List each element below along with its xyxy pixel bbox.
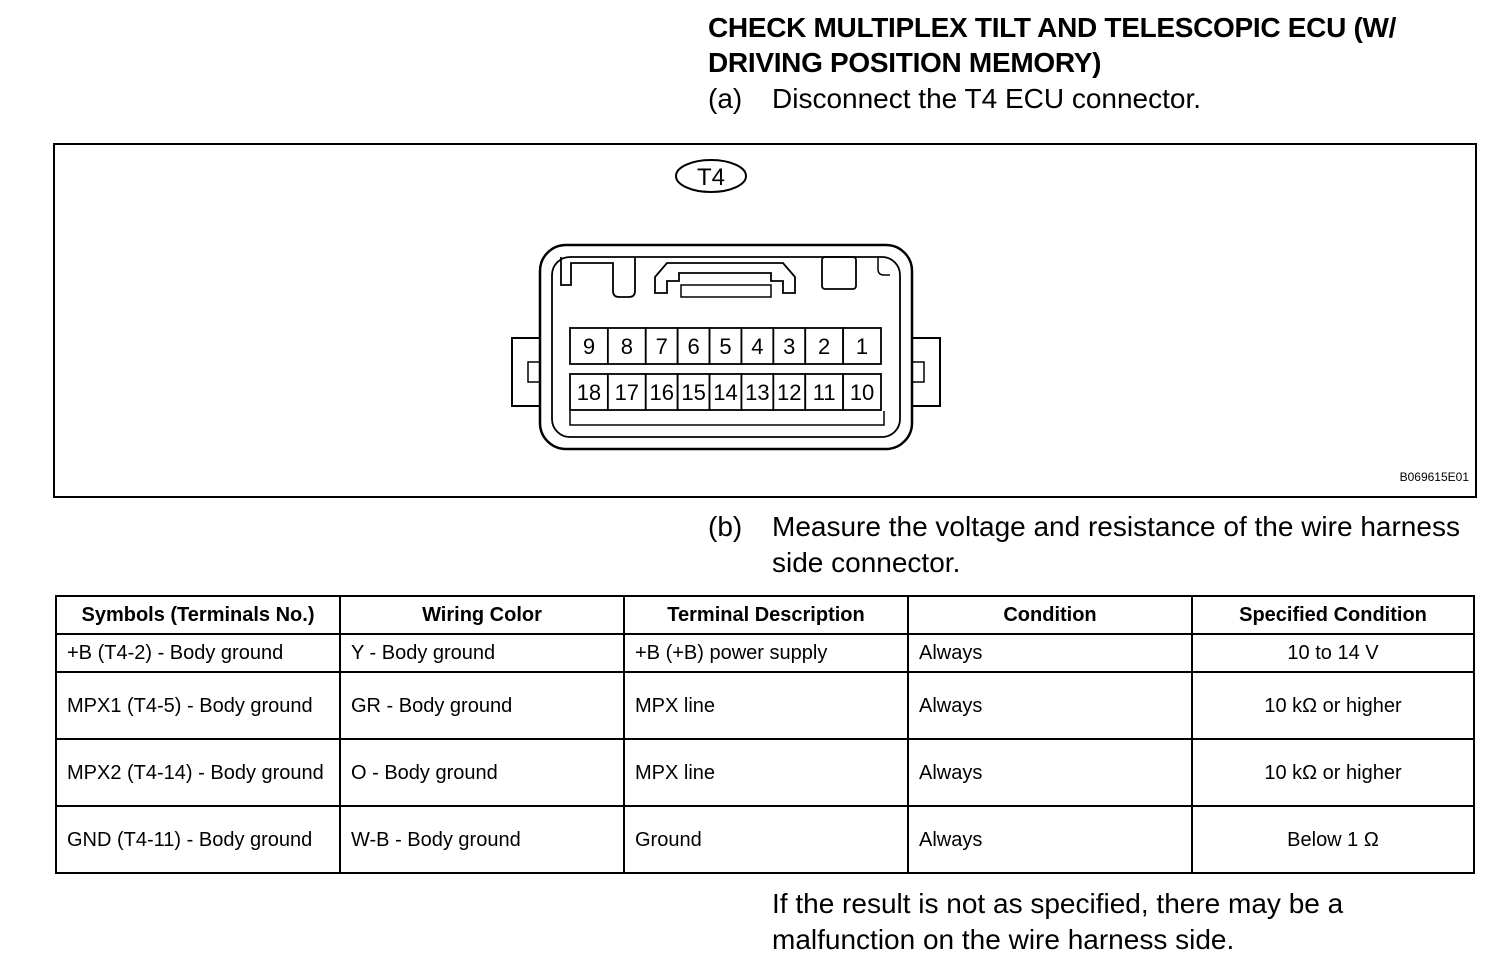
pin-number: 12: [777, 380, 801, 405]
pin-number: 14: [713, 380, 737, 405]
pin-cell: [740, 327, 775, 365]
pin-cell: [842, 373, 882, 411]
pin-number: 5: [719, 334, 731, 359]
step-b: (b) Measure the voltage and resistance o…: [708, 509, 1488, 581]
pin-cell: [644, 373, 679, 411]
pin-number: 2: [818, 334, 830, 359]
pin-cell: [772, 327, 807, 365]
pin-cell: [740, 373, 775, 411]
table-cell: Always: [907, 738, 1193, 807]
right-key-slot: [821, 256, 857, 290]
table-cell: MPX line: [623, 738, 909, 807]
pin-number: 13: [745, 380, 769, 405]
left-key-slot: [560, 257, 636, 298]
table-cell: 10 kΩ or higher: [1191, 738, 1475, 807]
pin-number: 4: [751, 334, 763, 359]
connector-label: T4: [697, 164, 725, 191]
table-row: MPX2 (T4-14) - Body ground O - Body grou…: [55, 738, 1475, 807]
table-cell: Y - Body ground: [339, 633, 625, 673]
table-cell: Below 1 Ω: [1191, 805, 1475, 874]
step-a: (a) Disconnect the T4 ECU connector.: [708, 81, 1488, 117]
step-a-text: Disconnect the T4 ECU connector.: [772, 83, 1202, 114]
pin-number: 3: [783, 334, 795, 359]
connector-body-inner: [551, 256, 901, 438]
pin-number: 18: [577, 380, 601, 405]
table-cell: Always: [907, 633, 1193, 673]
table-cell: Always: [907, 671, 1193, 740]
pin-number: 6: [687, 334, 699, 359]
table-cell: MPX2 (T4-14) - Body ground: [55, 738, 341, 807]
pin-number: 9: [583, 334, 595, 359]
table-cell: GND (T4-11) - Body ground: [55, 805, 341, 874]
pin-number: 17: [615, 380, 639, 405]
pin-number: 7: [656, 334, 668, 359]
table-header-row: Symbols (Terminals No.) Wiring Color Ter…: [55, 595, 1475, 635]
pin-cell: [569, 327, 609, 365]
left-side-tab: [511, 337, 543, 407]
column-header: Wiring Color: [339, 595, 625, 635]
latch-window: [680, 284, 772, 298]
figure-code: B069615E01: [1399, 470, 1469, 484]
measurement-table: Symbols (Terminals No.) Wiring Color Ter…: [55, 595, 1475, 874]
result-note: If the result is not as specified, there…: [772, 888, 1344, 955]
table-row: +B (T4-2) - Body ground Y - Body ground …: [55, 633, 1475, 673]
table-cell: O - Body ground: [339, 738, 625, 807]
pin-cell: [606, 373, 647, 411]
step-b-label: (b): [708, 511, 743, 542]
table-cell: +B (+B) power supply: [623, 633, 909, 673]
pin-cell: [708, 373, 743, 411]
table-cell: 10 kΩ or higher: [1191, 671, 1475, 740]
pin-number: 11: [813, 380, 836, 405]
column-header: Specified Condition: [1191, 595, 1475, 635]
pin-number: 15: [681, 380, 705, 405]
table-cell: GR - Body ground: [339, 671, 625, 740]
column-header: Condition: [907, 595, 1193, 635]
connector-label-oval: [675, 159, 747, 193]
table-cell: Always: [907, 805, 1193, 874]
pin-number: 16: [649, 380, 673, 405]
bottom-rail: [569, 411, 885, 426]
step-a-label: (a): [708, 83, 743, 114]
pin-cell: [842, 327, 882, 365]
pin-cell: [644, 327, 679, 365]
table-cell: 10 to 14 V: [1191, 633, 1475, 673]
pin-number: 10: [850, 380, 874, 405]
pin-number: 8: [621, 334, 633, 359]
step-b-text: Measure the voltage and resistance of th…: [772, 511, 1460, 578]
right-corner-notch: [877, 257, 890, 276]
table-row: GND (T4-11) - Body ground W-B - Body gro…: [55, 805, 1475, 874]
center-latch: [654, 262, 796, 294]
table-row: MPX1 (T4-5) - Body ground GR - Body grou…: [55, 671, 1475, 740]
pin-number: 1: [856, 334, 868, 359]
table-cell: MPX1 (T4-5) - Body ground: [55, 671, 341, 740]
section-heading: CHECK MULTIPLEX TILT AND TELESCOPIC ECU …: [708, 12, 1397, 78]
column-header: Symbols (Terminals No.): [55, 595, 341, 635]
table-cell: MPX line: [623, 671, 909, 740]
pin-cell: [676, 373, 711, 411]
table-cell: +B (T4-2) - Body ground: [55, 633, 341, 673]
column-header: Terminal Description: [623, 595, 909, 635]
table-cell: W-B - Body ground: [339, 805, 625, 874]
table-cell: Ground: [623, 805, 909, 874]
pin-cell: [804, 373, 845, 411]
right-side-tab: [909, 337, 941, 407]
